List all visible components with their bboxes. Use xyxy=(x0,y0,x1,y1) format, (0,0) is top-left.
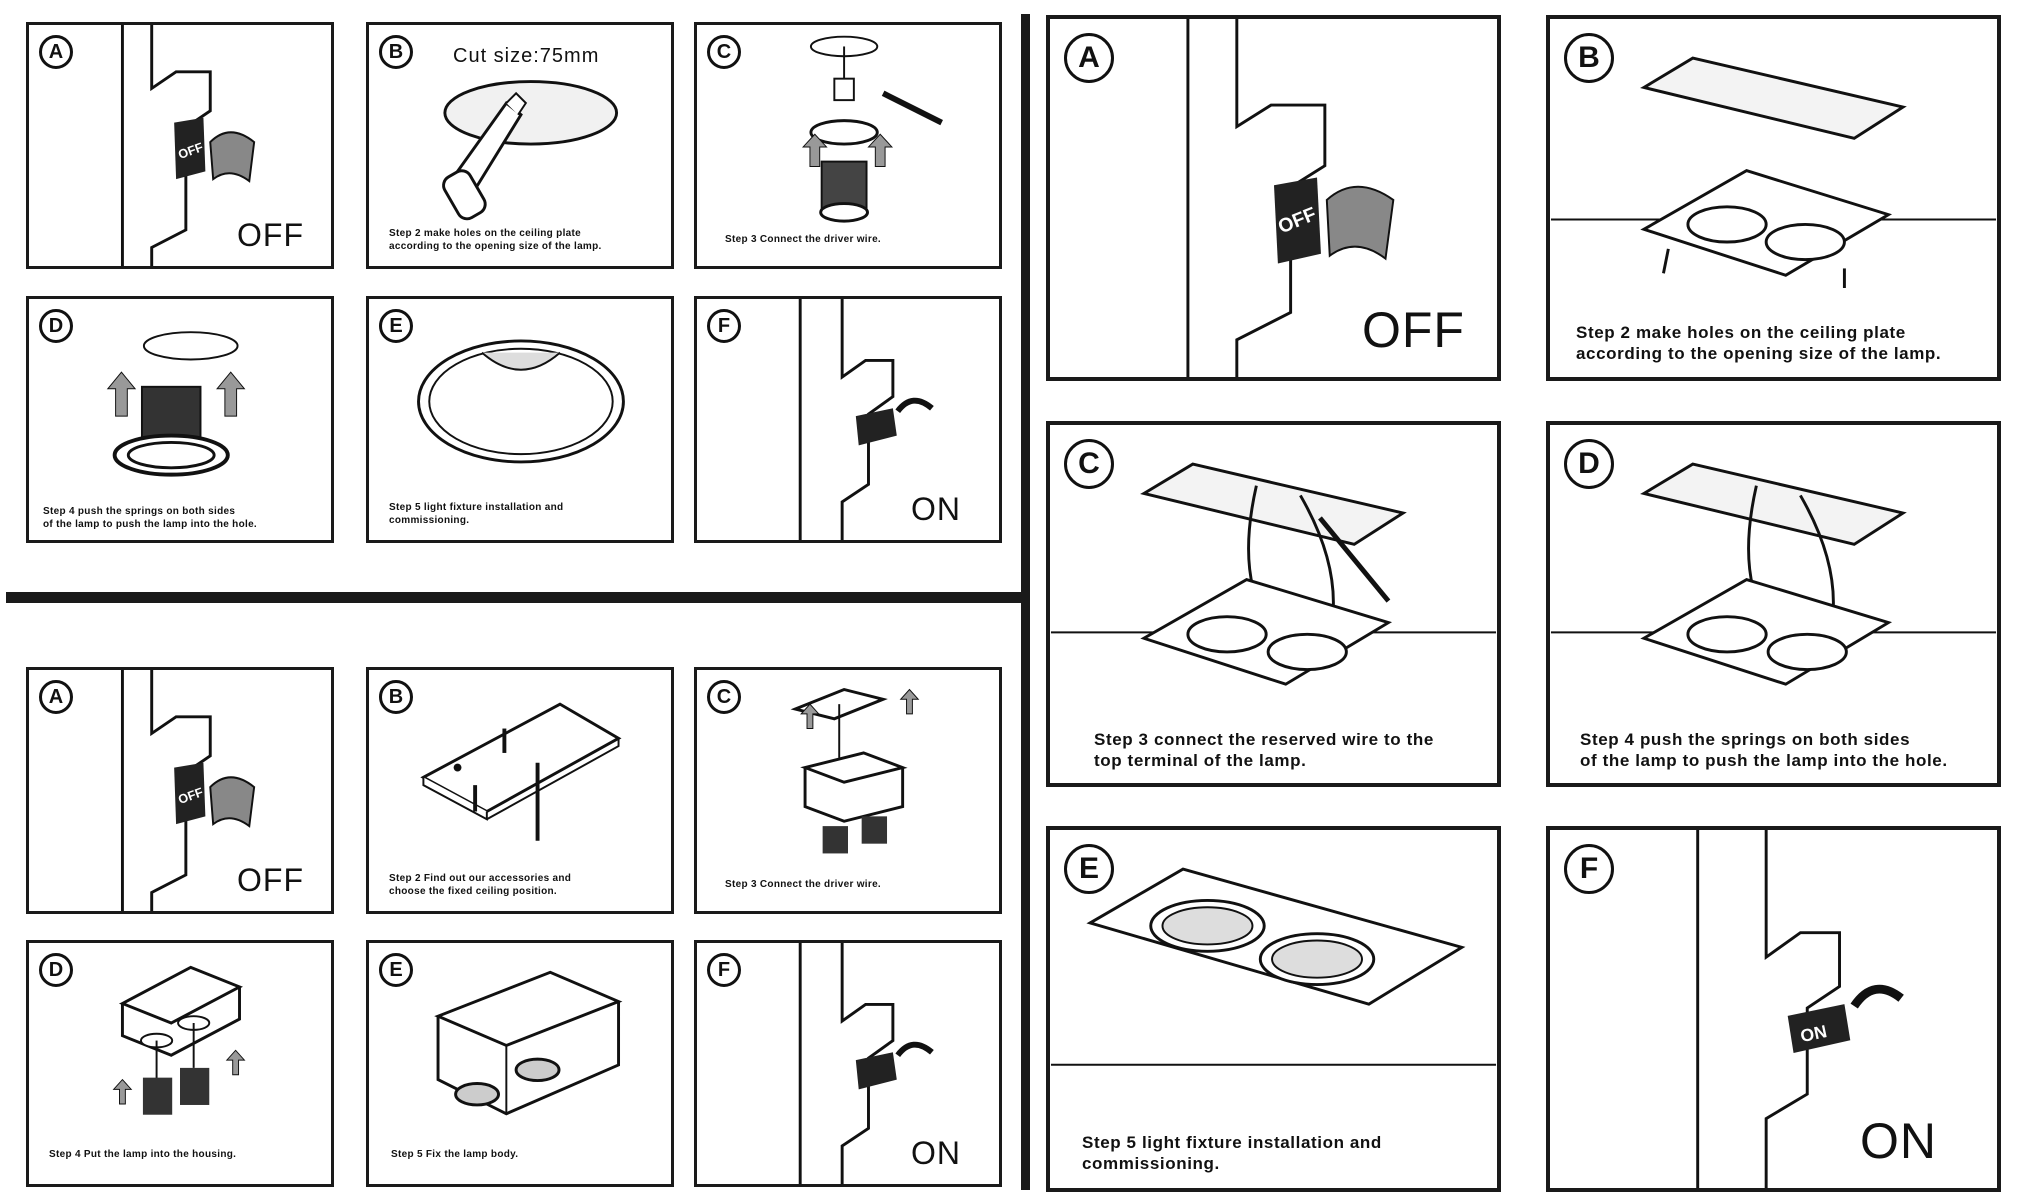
double-lamp-push-illustration xyxy=(1550,462,1997,686)
switch-state-label: ON xyxy=(911,491,961,527)
wall-switch-on-illustration: ON xyxy=(1696,830,1904,1188)
step-badge: E xyxy=(379,953,413,987)
surface-box-wiring-illustration xyxy=(790,687,920,854)
lamp-into-housing-illustration xyxy=(112,965,246,1115)
step-caption: Step 4 Put the lamp into the housing. xyxy=(49,1149,237,1160)
switch-state-label: OFF xyxy=(1362,302,1465,358)
step-badge: C xyxy=(1064,439,1114,489)
panel-3c-connect-wire: C Step 3 connect the reserved wire to th… xyxy=(1046,421,1501,787)
ceiling-plate-illustration xyxy=(1550,56,1997,288)
step-badge: F xyxy=(1564,844,1614,894)
panel-1b-cut-hole: B Cut size:75mm Step 2 make holes on the… xyxy=(366,22,674,269)
wall-switch-on-illustration xyxy=(798,943,934,1184)
step-badge: A xyxy=(1064,33,1114,83)
switch-state-label: ON xyxy=(911,1135,961,1171)
panel-2c-connect-wire: C Step 3 Connect the driver wire. xyxy=(694,667,1002,914)
step-badge: A xyxy=(39,680,73,714)
panel-3b-cut-hole: B Step 2 make holes on the ceiling plate… xyxy=(1546,15,2001,381)
panel-1f-switch-on: F ON xyxy=(694,296,1002,543)
step-badge: D xyxy=(39,309,73,343)
push-lamp-illustration xyxy=(106,331,246,477)
panel-1a-switch-off: OFF A OFF xyxy=(26,22,334,269)
panel-2f-switch-on: F ON xyxy=(694,940,1002,1187)
switch-state-label: OFF xyxy=(237,862,304,898)
panel-2e-fix-lamp-body: E Step 5 Fix the lamp body. xyxy=(366,940,674,1187)
step-badge: B xyxy=(1564,33,1614,83)
horizontal-divider xyxy=(6,592,1021,603)
step-badge: E xyxy=(1064,844,1114,894)
panel-1c-connect-wire: C Step 3 Connect the driver wire. xyxy=(694,22,1002,269)
switch-state-label: OFF xyxy=(237,217,304,253)
step-badge: B xyxy=(379,680,413,714)
step-badge: A xyxy=(39,35,73,69)
saw-cutting-illustration xyxy=(442,80,619,221)
surface-box-fixed-illustration xyxy=(434,970,623,1116)
vertical-divider xyxy=(1021,14,1030,1190)
wall-switch-off-illustration: OFF xyxy=(1186,19,1395,377)
panel-3a-switch-off: OFF A OFF xyxy=(1046,15,1501,381)
wall-switch-off-illustration: OFF xyxy=(120,670,256,911)
step-badge: D xyxy=(1564,439,1614,489)
step-caption: Step 3 Connect the driver wire. xyxy=(725,879,882,890)
step-badge: D xyxy=(39,953,73,987)
cut-size-label: Cut size:75mm xyxy=(453,45,600,67)
wall-switch-off-illustration: OFF xyxy=(120,25,256,266)
step-badge: B xyxy=(379,35,413,69)
wall-switch-on-illustration xyxy=(798,299,934,540)
step-caption: Step 3 Connect the driver wire. xyxy=(725,234,882,245)
step-badge: C xyxy=(707,35,741,69)
panel-2a-switch-off: OFF A OFF xyxy=(26,667,334,914)
step-badge: F xyxy=(707,309,741,343)
installed-downlight-illustration xyxy=(417,339,625,464)
step-badge: C xyxy=(707,680,741,714)
step-badge: E xyxy=(379,309,413,343)
panel-3f-switch-on: ON F ON xyxy=(1546,826,2001,1192)
step-caption: Step 5 Fix the lamp body. xyxy=(391,1149,519,1160)
step-badge: F xyxy=(707,953,741,987)
double-lamp-wiring-illustration xyxy=(1050,462,1497,686)
panel-2d-lamp-into-housing: D Step 4 Put the lamp into the housing. xyxy=(26,940,334,1187)
wire-connection-illustration xyxy=(802,35,943,223)
installed-double-downlight-illustration xyxy=(1050,867,1497,1066)
switch-state-label: ON xyxy=(1860,1113,1937,1169)
mounting-plate-illustration xyxy=(420,702,622,841)
